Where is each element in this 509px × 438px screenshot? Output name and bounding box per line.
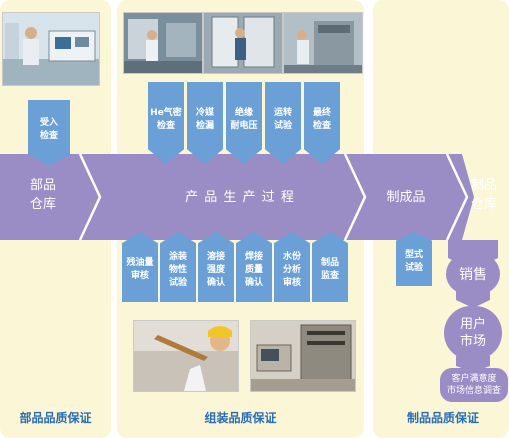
product-quality-title: 制品品质保证 [407,411,480,425]
assembly-quality-title: 组装品质保证 [204,411,277,425]
moisture-analysis-tag: 水份 分析 审核 [274,232,310,302]
customer-survey-node: 客户满意度 市场信息调查 [440,368,508,402]
finished-product-label: 制成品 [386,190,426,205]
operation-test-tag: 运转 试验 [265,82,301,164]
parts-quality-title: 部品品质保证 [19,411,92,425]
production-process-label: 产 品 生 产 过 程 [185,190,295,205]
incoming-inspection-tag: 受入 检查 [28,100,70,166]
coating-test-tag: 涂装 物性 试验 [160,232,196,302]
photo-quality-check-2 [250,320,356,392]
sales-node: 销售 [446,254,500,294]
photo-assembly-1 [123,12,203,74]
welding-quality-tag: 焊接 质量 确认 [236,232,272,302]
welding-strength-tag: 溶接 强度 确认 [198,232,234,302]
refrigerant-leak-tag: 冷媒 检漏 [187,82,223,164]
he-leak-check-tag: He气密 检查 [148,82,184,164]
product-audit-tag: 制品 监查 [312,232,348,302]
product-warehouse-label: 制品 仓库 [470,178,497,212]
type-test-tag: 型式 试验 [396,232,432,286]
insulation-voltage-tag: 绝缘 耐电压 [226,82,262,164]
photo-quality-check-1 [133,320,239,392]
final-inspection-tag: 最终 检查 [304,82,340,164]
photo-assembly-2 [203,12,283,74]
user-market-node: 用户 市场 [444,306,502,360]
photo-incoming-inspection [2,12,100,86]
residual-oil-tag: 残油量 审核 [122,232,158,302]
photo-assembly-3 [283,12,363,74]
parts-warehouse-label: 部品 仓库 [29,178,56,212]
